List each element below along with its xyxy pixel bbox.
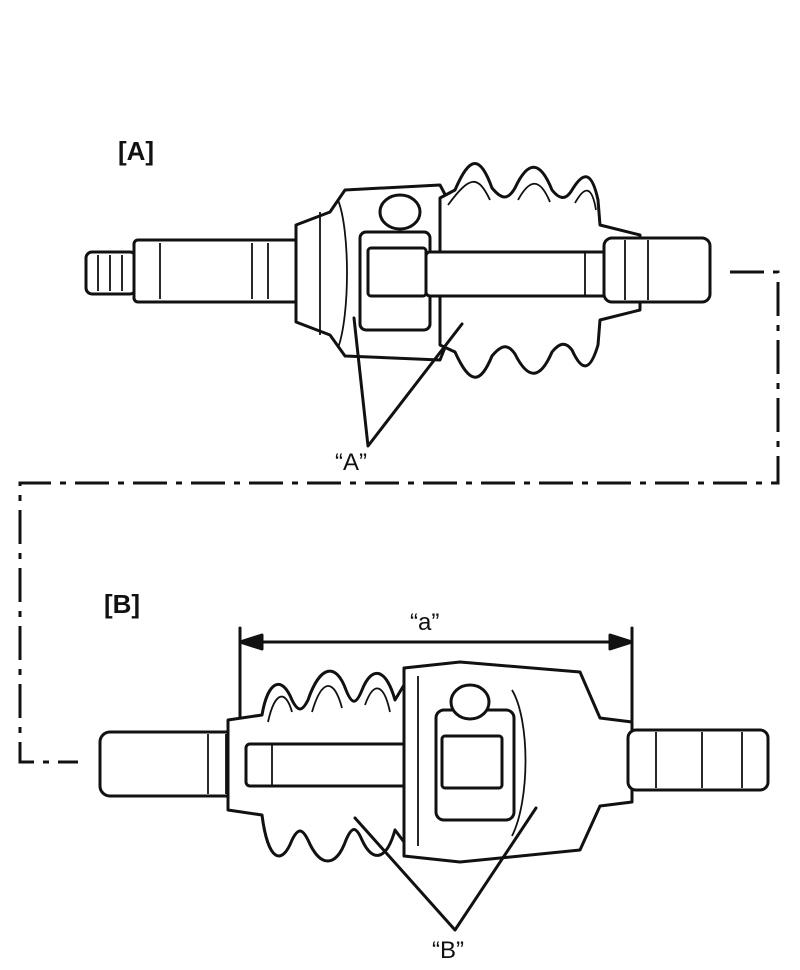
callout-a-leader [352, 316, 464, 448]
connector-dash-dot-line [18, 270, 780, 764]
shaft-a-left-spline [84, 250, 138, 296]
callout-a-label: “A” [335, 449, 367, 476]
shaft-a-left-shank [132, 238, 300, 304]
shaft-b-right [626, 728, 770, 792]
dimension-a-label: “a” [410, 609, 439, 636]
roller-b-top [449, 683, 491, 721]
shaft-a-inner [424, 250, 610, 298]
figure-a-label: [A] [118, 136, 154, 166]
shaft-assembly-a [84, 162, 712, 448]
figure-b-label: [B] [104, 589, 140, 619]
callout-b-label: “B” [432, 937, 464, 964]
shaft-a-right [602, 236, 712, 304]
shaft-assembly-b [98, 626, 770, 932]
roller-a-top [378, 193, 422, 231]
callout-b-leader [353, 806, 538, 932]
